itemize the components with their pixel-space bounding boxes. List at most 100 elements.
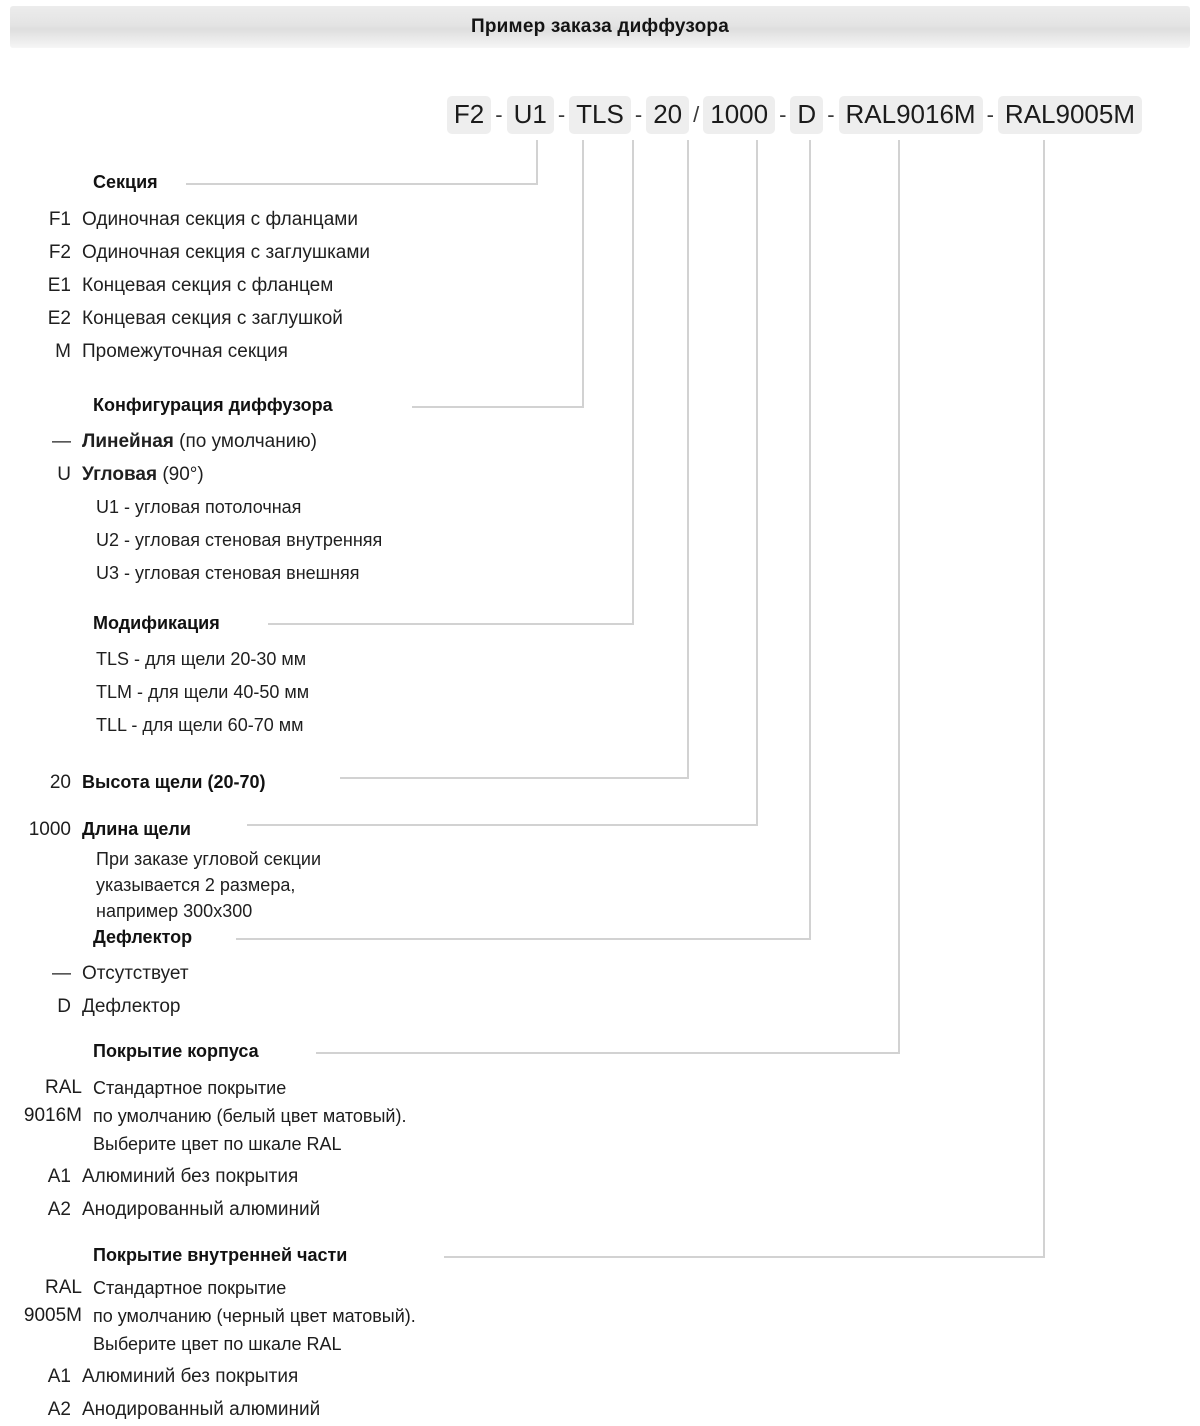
legend-key: A2 bbox=[47, 1399, 71, 1420]
section-heading: Секция bbox=[93, 172, 158, 192]
legend-note-line: Выберите цвет по шкале RAL bbox=[93, 1134, 342, 1154]
section-block-section: Секция F1 Одиночная секция с фланцами F2… bbox=[0, 172, 370, 368]
section-heading-row: 1000 Длина щели bbox=[0, 813, 321, 846]
code-separator: - bbox=[557, 102, 566, 127]
legend-block-row: RAL 9016M Стандартное покрытие по умолча… bbox=[0, 1074, 407, 1158]
legend-note-line: по умолчанию (белый цвет матовый). bbox=[93, 1106, 407, 1126]
legend-row: D Дефлектор bbox=[0, 990, 192, 1023]
section-heading-row: Конфигурация диффузора bbox=[0, 395, 382, 416]
code-separator: - bbox=[779, 102, 787, 127]
legend-value: Алюминий без покрытия bbox=[82, 1166, 299, 1187]
legend-value: Одиночная секция с заглушками bbox=[82, 242, 371, 263]
legend-key: F2 bbox=[48, 242, 71, 263]
section-heading: Конфигурация диффузора bbox=[93, 395, 333, 415]
page-title-bar: Пример заказа диффузора bbox=[10, 6, 1190, 48]
code-chip-configuration[interactable]: U1 bbox=[506, 96, 554, 134]
legend-value: Одиночная секция с фланцами bbox=[82, 209, 358, 230]
legend-row: — Отсутствует bbox=[0, 957, 192, 990]
code-chip-inner-coating[interactable]: RAL9005M bbox=[997, 96, 1142, 134]
legend-value-bold: Линейная bbox=[82, 431, 174, 452]
legend-note-line: Стандартное покрытие bbox=[93, 1078, 287, 1098]
legend-key: RAL bbox=[45, 1277, 82, 1298]
legend-key: — bbox=[52, 431, 71, 452]
legend-key: E2 bbox=[47, 308, 71, 329]
legend-key: 1000 bbox=[28, 819, 71, 840]
section-heading-row: Покрытие внутренней части bbox=[0, 1245, 416, 1266]
legend-value-rest: (90°) bbox=[157, 464, 204, 485]
section-block-inner-coating: Покрытие внутренней части RAL 9005M Стан… bbox=[0, 1245, 416, 1426]
section-heading: Длина щели bbox=[82, 819, 191, 839]
legend-row: A1 Алюминий без покрытия bbox=[0, 1360, 416, 1393]
section-block-slot-height: 20 Высота щели (20-70) bbox=[0, 766, 266, 799]
code-chip-deflector[interactable]: D bbox=[790, 96, 824, 134]
legend-note-line: по умолчанию (черный цвет матовый). bbox=[93, 1306, 416, 1326]
legend-value-bold: Угловая bbox=[82, 464, 158, 485]
legend-note-stack: Стандартное покрытие по умолчанию (черны… bbox=[93, 1274, 416, 1358]
code-chip-section[interactable]: F2 bbox=[446, 96, 492, 134]
legend-key: U bbox=[57, 464, 71, 485]
section-heading: Дефлектор bbox=[93, 927, 193, 947]
legend-value: Концевая секция с заглушкой bbox=[82, 308, 343, 329]
legend-note-stack: Стандартное покрытие по умолчанию (белый… bbox=[93, 1074, 406, 1158]
connector-configuration bbox=[412, 140, 584, 408]
code-chip-slot-height[interactable]: 20 bbox=[646, 96, 690, 134]
legend-key: A1 bbox=[47, 1166, 71, 1187]
legend-note-line: Стандартное покрытие bbox=[93, 1278, 287, 1298]
page-title: Пример заказа диффузора bbox=[471, 16, 729, 37]
legend-row: E1 Концевая секция с фланцем bbox=[0, 269, 370, 302]
legend-subrow: U3 - угловая стеновая внешняя bbox=[96, 563, 360, 583]
legend-subrow: TLM - для щели 40-50 мм bbox=[96, 682, 310, 702]
legend-value: Промежуточная секция bbox=[82, 341, 288, 362]
legend-key: A1 bbox=[47, 1366, 71, 1387]
legend-value: Отсутствует bbox=[82, 963, 189, 984]
code-chip-modification[interactable]: TLS bbox=[569, 96, 631, 134]
section-block-deflector: Дефлектор — Отсутствует D Дефлектор bbox=[0, 927, 192, 1023]
section-block-configuration: Конфигурация диффузора — Линейная (по ум… bbox=[0, 395, 382, 590]
legend-row: U Угловая (90°) bbox=[0, 458, 382, 491]
legend-row: A2 Анодированный алюминий bbox=[0, 1193, 406, 1226]
legend-note-line: Выберите цвет по шкале RAL bbox=[93, 1334, 342, 1354]
code-separator: - bbox=[986, 102, 994, 127]
legend-subrow: TLS - для щели 20-30 мм bbox=[96, 649, 307, 669]
legend-key: M bbox=[55, 341, 71, 362]
legend-key: F1 bbox=[48, 209, 71, 230]
legend-key-stack: RAL 9016M bbox=[0, 1074, 93, 1130]
legend-value: Концевая секция с фланцем bbox=[82, 275, 334, 296]
section-heading-row: Модификация bbox=[0, 613, 309, 634]
section-heading: Покрытие внутренней части bbox=[93, 1245, 348, 1265]
legend-value: Анодированный алюминий bbox=[82, 1199, 321, 1220]
legend-key: 20 bbox=[49, 772, 71, 793]
legend-key-stack: RAL 9005M bbox=[0, 1274, 93, 1330]
section-block-slot-length: 1000 Длина щели При заказе угловой секци… bbox=[0, 813, 321, 924]
legend-value: Алюминий без покрытия bbox=[82, 1366, 299, 1387]
order-code-row: F2 - U1 - TLS - 20 / 1000 - D - RAL9016M… bbox=[0, 96, 1200, 134]
code-chip-slot-length[interactable]: 1000 bbox=[703, 96, 776, 134]
legend-key: RAL bbox=[45, 1077, 82, 1098]
section-heading-row: Дефлектор bbox=[0, 927, 192, 948]
legend-note-line: например 300х300 bbox=[96, 901, 253, 921]
legend-key: 9016M bbox=[23, 1105, 82, 1126]
legend-key: D bbox=[57, 996, 71, 1017]
legend-key: A2 bbox=[47, 1199, 71, 1220]
legend-value: Дефлектор bbox=[82, 996, 181, 1017]
legend-row: F1 Одиночная секция с фланцами bbox=[0, 203, 370, 236]
legend-value-rest: (по умолчанию) bbox=[173, 431, 317, 452]
section-heading-row: 20 Высота щели (20-70) bbox=[0, 766, 266, 799]
legend-subrow: U1 - угловая потолочная bbox=[96, 497, 302, 517]
legend-row: M Промежуточная секция bbox=[0, 335, 370, 368]
legend-key: 9005M bbox=[23, 1305, 82, 1326]
legend-row: A2 Анодированный алюминий bbox=[0, 1393, 416, 1426]
connector-body-coating bbox=[316, 140, 900, 1054]
section-heading-row: Покрытие корпуса bbox=[0, 1041, 406, 1062]
legend-row: F2 Одиночная секция с заглушками bbox=[0, 236, 370, 269]
legend-subrow: TLL - для щели 60-70 мм bbox=[96, 715, 304, 735]
code-chip-body-coating[interactable]: RAL9016M bbox=[838, 96, 983, 134]
code-slash: / bbox=[693, 102, 700, 127]
section-block-modification: Модификация TLS - для щели 20-30 мм TLM … bbox=[0, 613, 309, 742]
legend-block-row: RAL 9005M Стандартное покрытие по умолча… bbox=[0, 1274, 416, 1358]
section-block-body-coating: Покрытие корпуса RAL 9016M Стандартное п… bbox=[0, 1041, 407, 1226]
legend-row: A1 Алюминий без покрытия bbox=[0, 1160, 406, 1193]
connector-inner-coating bbox=[444, 140, 1045, 1258]
code-separator: - bbox=[495, 102, 503, 127]
legend-value: Анодированный алюминий bbox=[82, 1399, 321, 1420]
